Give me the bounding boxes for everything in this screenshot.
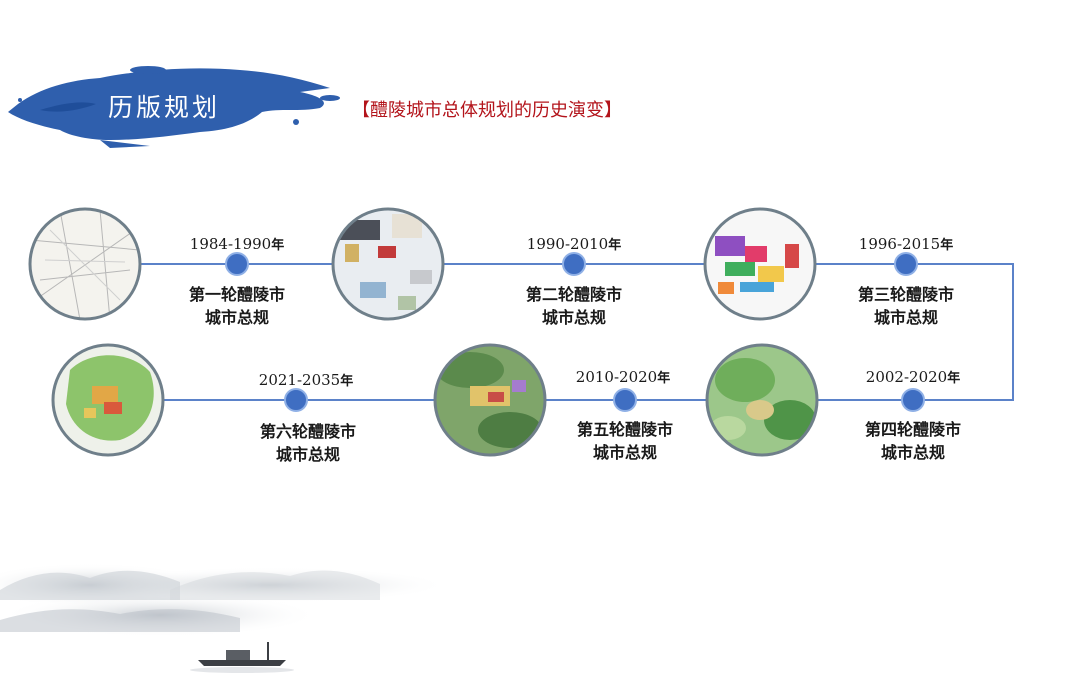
- timeline-dot-4: [901, 388, 925, 412]
- section-label: 历版规划: [108, 93, 221, 122]
- ink-landscape: [0, 563, 450, 673]
- map-thumbnail-1: [28, 207, 142, 321]
- timeline-year-5: 2010-2020年: [575, 368, 671, 386]
- page-subtitle: 【醴陵城市总体规划的历史演变】: [352, 100, 622, 121]
- timeline-label-1: 第一轮醴陵市城市总规: [188, 285, 286, 327]
- map-thumbnail-4: [705, 343, 819, 457]
- timeline-label-4: 第四轮醴陵市城市总规: [864, 420, 962, 462]
- timeline-dot-5: [613, 388, 637, 412]
- timeline-dot-1: [225, 252, 249, 276]
- map-thumbnail-2: [331, 207, 445, 321]
- timeline-dot-2: [562, 252, 586, 276]
- map-thumbnail-3: [703, 207, 817, 321]
- timeline-year-6: 2021-2035年: [258, 371, 354, 389]
- map-thumbnail-6: [51, 343, 165, 457]
- timeline-year-1: 1984-1990年: [189, 235, 285, 253]
- ink-splash-banner: [8, 66, 340, 148]
- timeline-label-5: 第五轮醴陵市城市总规: [576, 420, 674, 462]
- timeline-label-2: 第二轮醴陵市城市总规: [525, 285, 623, 327]
- timeline-year-4: 2002-2020年: [865, 368, 961, 386]
- timeline-dot-6: [284, 388, 308, 412]
- map-thumbnail-5: [433, 343, 547, 457]
- timeline-year-3: 1996-2015年: [858, 235, 954, 253]
- timeline-dot-3: [894, 252, 918, 276]
- timeline-year-2: 1990-2010年: [526, 235, 622, 253]
- timeline-label-6: 第六轮醴陵市城市总规: [259, 422, 357, 464]
- timeline-label-3: 第三轮醴陵市城市总规: [857, 285, 955, 327]
